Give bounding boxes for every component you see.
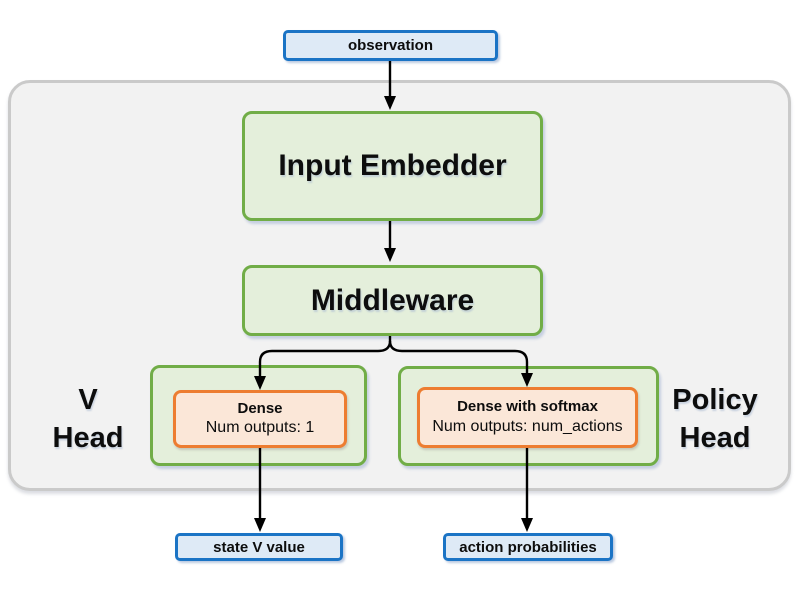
v-dense-title: Dense: [237, 399, 283, 417]
action-probabilities-label: action probabilities: [459, 538, 597, 556]
v-dense-node: Dense Num outputs: 1: [173, 390, 347, 448]
observation-node: observation: [283, 30, 498, 61]
state-v-value-node: state V value: [175, 533, 343, 561]
policy-head-label-line2: Head: [679, 422, 751, 454]
policy-dense-node: Dense with softmax Num outputs: num_acti…: [417, 387, 638, 448]
v-head-label: V Head: [26, 381, 150, 457]
policy-head-label: Policy Head: [653, 381, 777, 457]
arrowhead-policy-dense-to-action-probs: [521, 518, 533, 532]
policy-head-label-line1: Policy: [672, 384, 758, 416]
v-head-label-line2: Head: [52, 422, 124, 454]
action-probabilities-node: action probabilities: [443, 533, 613, 561]
observation-label: observation: [347, 37, 434, 54]
input-embedder-label: Input Embedder: [278, 149, 507, 182]
v-head-label-line1: V: [78, 384, 98, 416]
policy-dense-subtitle: Num outputs: num_actions: [432, 417, 623, 435]
v-dense-subtitle: Num outputs: 1: [205, 419, 315, 437]
v-head-box: Dense Num outputs: 1: [150, 365, 367, 466]
middleware-label: Middleware: [310, 283, 475, 317]
arrowhead-v-dense-to-state-v: [254, 518, 266, 532]
input-embedder-node: Input Embedder: [242, 111, 543, 221]
middleware-node: Middleware: [242, 265, 543, 336]
policy-head-box: Dense with softmax Num outputs: num_acti…: [398, 366, 659, 466]
policy-dense-title: Dense with softmax: [457, 398, 598, 416]
state-v-value-label: state V value: [213, 538, 305, 556]
